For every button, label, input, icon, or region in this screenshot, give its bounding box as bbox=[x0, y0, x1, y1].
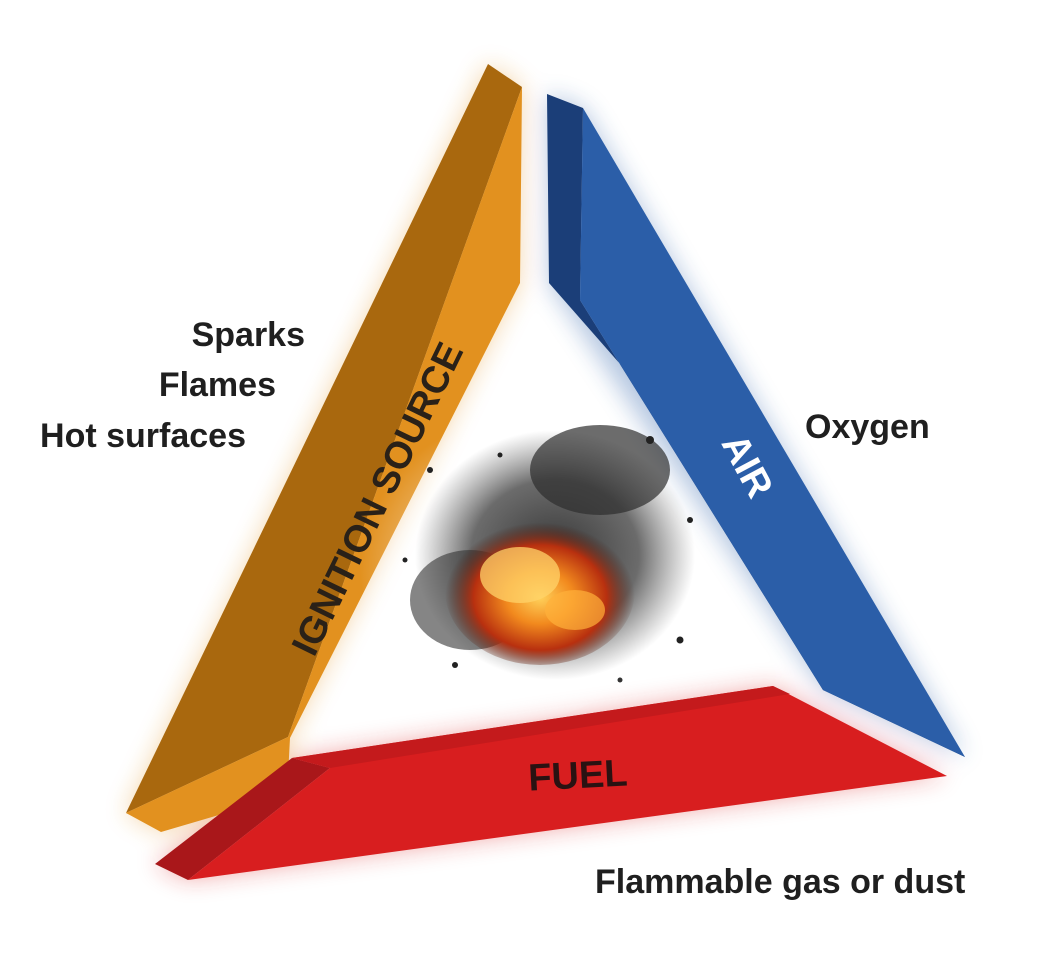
air-bar-face bbox=[580, 108, 965, 757]
fuel-bar-top bbox=[292, 686, 790, 768]
air-example-oxygen: Oxygen bbox=[805, 408, 930, 446]
ignition-example-sparks: Sparks bbox=[192, 316, 305, 354]
air-bar bbox=[547, 94, 965, 757]
ignition-source-bar bbox=[126, 64, 522, 832]
fuel-label: FUEL bbox=[527, 752, 628, 799]
fuel-bar-shade bbox=[155, 758, 330, 880]
explosion-icon bbox=[360, 400, 695, 720]
ignition-bar-shade bbox=[126, 64, 522, 813]
fuel-example-flammable-gas: Flammable gas or dust bbox=[595, 863, 965, 901]
fuel-bar-face bbox=[188, 686, 947, 880]
fuel-bar bbox=[155, 686, 947, 880]
ignition-example-flames: Flames bbox=[159, 366, 276, 404]
ignition-example-hot-surfaces: Hot surfaces bbox=[40, 417, 246, 455]
